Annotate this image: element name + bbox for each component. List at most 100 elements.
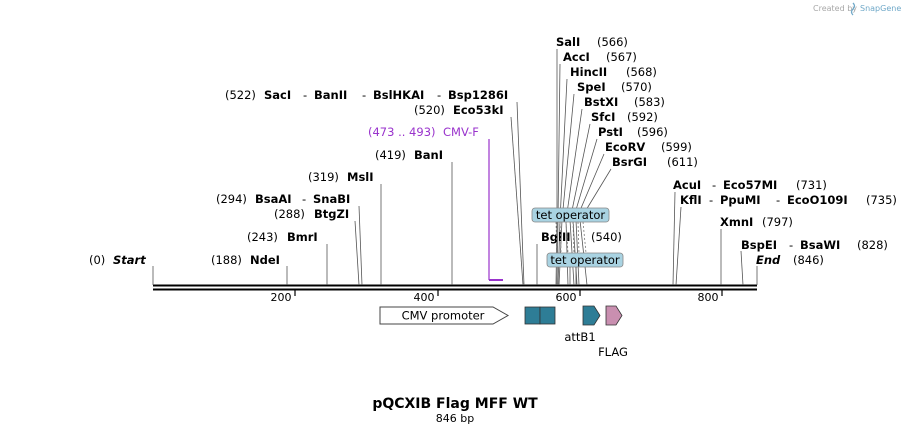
site-sali[interactable]: SalI (566) bbox=[556, 35, 628, 49]
site-bsaai-position: (294) bbox=[216, 192, 247, 206]
sequence-backbone bbox=[153, 284, 757, 291]
attb1-label: attB1 bbox=[564, 330, 595, 344]
site-saci-name: SacI bbox=[264, 88, 291, 102]
credit-text: Created by bbox=[813, 4, 857, 13]
site-ndei-name: NdeI bbox=[250, 253, 280, 267]
site-ecorv[interactable]: EcoRV (599) bbox=[605, 140, 692, 154]
tet-operator-2-leaders bbox=[569, 267, 577, 285]
site-kfli-name: KflI bbox=[680, 193, 702, 207]
site-kfli-sep-1: - bbox=[709, 193, 713, 207]
site-ecorv-position: (599) bbox=[661, 140, 692, 154]
tick-label-600: 600 bbox=[556, 291, 577, 304]
tet-operator-1-label: tet operator bbox=[536, 208, 605, 222]
site-bspei[interactable]: BspEI - BsaWI (828) bbox=[741, 238, 888, 252]
site-start-position: (0) bbox=[89, 253, 105, 267]
site-ndei-position: (188) bbox=[211, 253, 242, 267]
tick-label-400: 400 bbox=[414, 291, 435, 304]
site-hincii[interactable]: HincII (568) bbox=[570, 65, 657, 79]
site-ppumi-name: PpuMI bbox=[720, 193, 761, 207]
feature-tet-operator-2[interactable]: tet operator bbox=[546, 252, 624, 268]
axis-ticks: 200 400 600 800 bbox=[271, 290, 723, 304]
tick-label-200: 200 bbox=[271, 291, 292, 304]
site-end-name: End bbox=[756, 253, 781, 267]
site-saci-sep-1: - bbox=[303, 88, 307, 102]
site-bsaai-name: BsaAI bbox=[255, 192, 292, 206]
site-snabi-name: SnaBI bbox=[313, 192, 350, 206]
site-sali-name: SalI bbox=[556, 35, 580, 49]
site-acci[interactable]: AccI (567) bbox=[563, 50, 637, 64]
site-sfci[interactable]: SfcI (592) bbox=[591, 110, 658, 124]
site-bstxi-position: (583) bbox=[634, 95, 665, 109]
site-kfli-position: (735) bbox=[866, 193, 897, 207]
site-bsrgi-position: (611) bbox=[667, 155, 698, 169]
plasmid-title: pQCXIB Flag MFF WT bbox=[372, 396, 538, 412]
site-acui-sep: - bbox=[712, 178, 716, 192]
site-msli[interactable]: (319) MslI bbox=[308, 170, 374, 184]
site-eco53ki-name: Eco53kI bbox=[453, 103, 504, 117]
site-acci-name: AccI bbox=[563, 50, 590, 64]
plasmid-length: 846 bp bbox=[436, 412, 474, 425]
site-bstxi[interactable]: BstXI (583) bbox=[584, 95, 665, 109]
site-bstxi-name: BstXI bbox=[584, 95, 618, 109]
site-bani[interactable]: (419) BanI bbox=[375, 148, 443, 162]
tet-operator-2-label: tet operator bbox=[550, 253, 619, 267]
site-ecoo109i-name: EcoO109I bbox=[787, 193, 848, 207]
site-primer-cmv-f[interactable]: (473 .. 493) CMV-F bbox=[368, 125, 503, 281]
site-bsaai[interactable]: (294) BsaAI - SnaBI bbox=[216, 192, 350, 206]
site-kfli[interactable]: KflI - PpuMI - EcoO109I (735) bbox=[680, 193, 897, 207]
site-saci-sep-2: - bbox=[362, 88, 366, 102]
feature-flag[interactable]: FLAG bbox=[598, 305, 628, 359]
site-acui[interactable]: AcuI - Eco57MI (731) bbox=[673, 178, 827, 192]
site-bspei-name: BspEI bbox=[741, 238, 777, 252]
site-eco57mi-name: Eco57MI bbox=[723, 178, 777, 192]
site-bspei-position: (828) bbox=[857, 238, 888, 252]
site-saci-position: (522) bbox=[225, 88, 256, 102]
site-saci[interactable]: (522) SacI - BanII - BslHKAI - Bsp1286I bbox=[225, 88, 508, 102]
site-spei-position: (570) bbox=[621, 80, 652, 94]
credit-brand: SnapGene bbox=[860, 4, 901, 13]
site-sfci-name: SfcI bbox=[591, 110, 615, 124]
site-bspei-sep: - bbox=[789, 238, 793, 252]
site-spei-name: SpeI bbox=[577, 80, 606, 94]
site-bsawi-name: BsaWI bbox=[800, 238, 840, 252]
site-bmri-name: BmrI bbox=[287, 230, 318, 244]
site-xmni-position: (797) bbox=[762, 215, 793, 229]
site-xmni[interactable]: XmnI (797) bbox=[720, 215, 793, 229]
site-ndei[interactable]: (188) NdeI bbox=[211, 253, 280, 267]
cmv-promoter-label: CMV promoter bbox=[402, 309, 485, 323]
site-xmni-name: XmnI bbox=[720, 215, 753, 229]
site-hincii-name: HincII bbox=[570, 65, 607, 79]
site-bani-name: BanI bbox=[414, 148, 443, 162]
site-eco53ki-position: (520) bbox=[414, 103, 445, 117]
site-bsp1286i-name: Bsp1286I bbox=[448, 88, 508, 102]
site-eco53ki[interactable]: (520) Eco53kI bbox=[414, 103, 504, 117]
site-psti-position: (596) bbox=[637, 125, 668, 139]
feature-tet-operator-1[interactable]: tet operator bbox=[531, 207, 610, 223]
primer-range: (473 .. 493) bbox=[368, 125, 436, 139]
site-psti-name: PstI bbox=[598, 125, 623, 139]
site-bani-position: (419) bbox=[375, 148, 406, 162]
site-bsrgi[interactable]: BsrGI (611) bbox=[612, 155, 698, 169]
site-bsrgi-name: BsrGI bbox=[612, 155, 647, 169]
site-bsaai-sep: - bbox=[302, 192, 306, 206]
site-bglii[interactable]: BglII (540) bbox=[541, 230, 622, 244]
site-banii-name: BanII bbox=[314, 88, 347, 102]
site-hincii-position: (568) bbox=[626, 65, 657, 79]
site-end-position: (846) bbox=[793, 253, 824, 267]
site-spei[interactable]: SpeI (570) bbox=[577, 80, 652, 94]
site-bglii-position: (540) bbox=[591, 230, 622, 244]
site-msli-position: (319) bbox=[308, 170, 339, 184]
site-end[interactable]: End (846) bbox=[756, 253, 824, 267]
site-bmri[interactable]: (243) BmrI bbox=[247, 230, 318, 244]
site-btgzi[interactable]: (288) BtgZI bbox=[274, 207, 349, 221]
site-psti[interactable]: PstI (596) bbox=[598, 125, 668, 139]
tet-operator-connectors bbox=[555, 221, 587, 254]
site-kfli-sep-2: - bbox=[776, 193, 780, 207]
site-start[interactable]: (0) Start bbox=[89, 253, 146, 267]
site-bmri-position: (243) bbox=[247, 230, 278, 244]
flag-label: FLAG bbox=[598, 345, 628, 359]
feature-attb1[interactable]: attB1 bbox=[564, 305, 601, 344]
feature-cmv-promoter[interactable]: CMV promoter bbox=[379, 306, 510, 325]
tick-label-800: 800 bbox=[698, 291, 719, 304]
feature-tet-operator-blocks[interactable] bbox=[524, 306, 556, 325]
